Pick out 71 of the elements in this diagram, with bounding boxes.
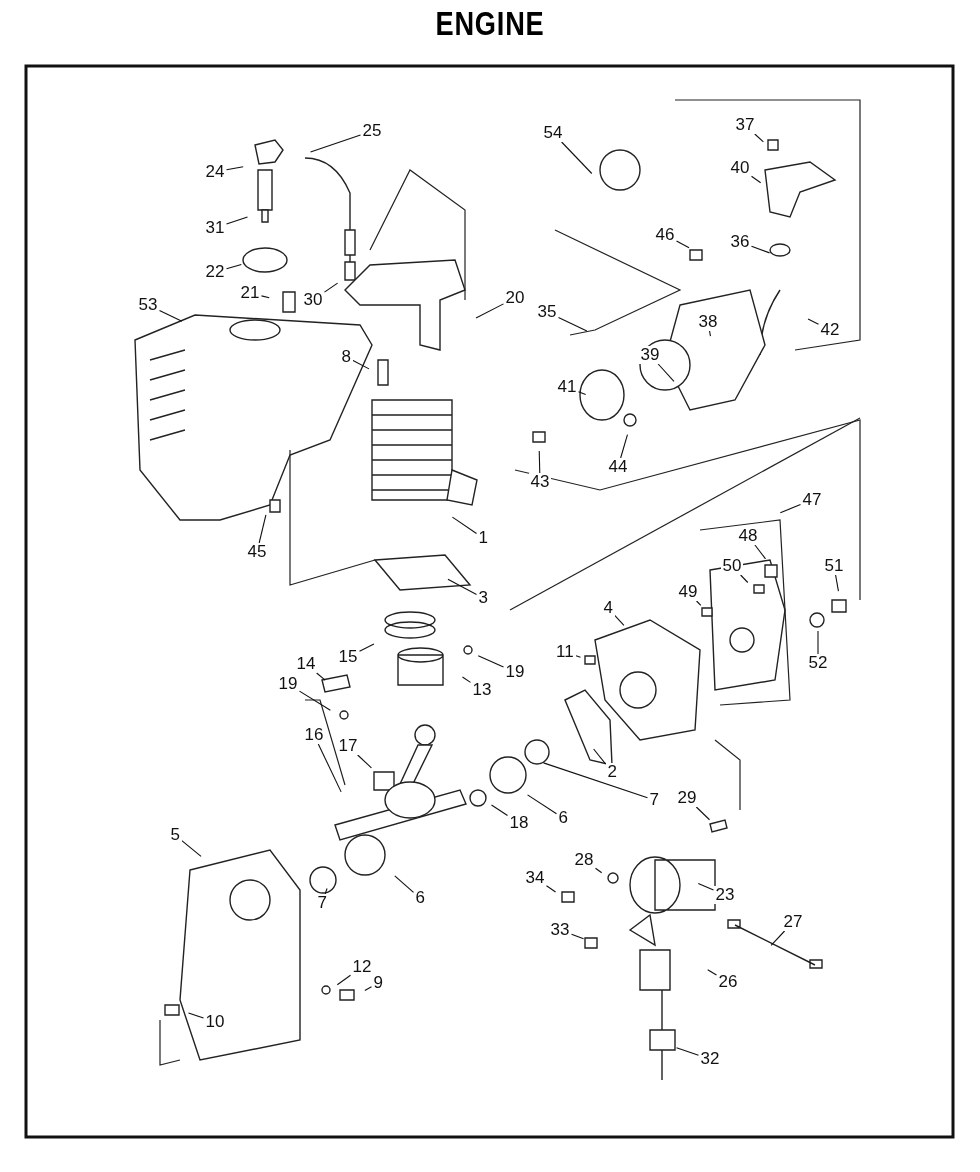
leader-line xyxy=(475,303,505,319)
leader-line xyxy=(807,318,820,325)
callout-number: 17 xyxy=(336,737,360,755)
leader-line xyxy=(750,175,762,184)
leader-line xyxy=(577,391,587,396)
callout-number: 39 xyxy=(638,346,662,364)
leader-line xyxy=(707,969,718,976)
leader-line xyxy=(770,930,786,946)
leader-line xyxy=(461,676,472,683)
leader-line xyxy=(695,806,711,821)
leader-line xyxy=(394,875,415,893)
leader-line xyxy=(613,614,625,626)
leader-line xyxy=(557,316,588,332)
leader-line xyxy=(317,743,342,793)
leader-line xyxy=(676,1047,700,1056)
leader-line xyxy=(527,794,558,815)
leader-line xyxy=(316,672,326,681)
leader-line xyxy=(451,516,478,535)
leader-line xyxy=(740,574,749,584)
leader-line xyxy=(754,544,767,560)
leader-line xyxy=(225,263,242,270)
leader-line xyxy=(258,514,267,544)
leader-line xyxy=(351,359,370,370)
leader-line xyxy=(180,839,202,857)
leader-line xyxy=(817,630,819,655)
leader-line xyxy=(187,1012,205,1019)
leader-line xyxy=(545,885,557,893)
leader-line xyxy=(543,762,649,799)
leader-line xyxy=(620,434,628,459)
leader-line xyxy=(697,883,715,891)
leader-line xyxy=(324,887,328,895)
callout-number: 4 xyxy=(601,599,615,617)
leader-line xyxy=(447,578,478,596)
leader-line xyxy=(477,655,505,668)
leader-line xyxy=(357,754,372,769)
leader-line xyxy=(538,450,541,474)
leader-line xyxy=(575,655,581,658)
leader-line xyxy=(490,804,509,816)
callout-number: 54 xyxy=(541,124,565,142)
leader-line xyxy=(675,240,690,249)
leader-line xyxy=(323,282,339,293)
callout-number: 16 xyxy=(302,726,326,744)
leader-line xyxy=(593,748,607,765)
leader-line xyxy=(657,363,675,382)
leader-line xyxy=(225,216,249,225)
leader-line xyxy=(309,134,362,153)
leader-line xyxy=(298,690,331,711)
callout-number: 49 xyxy=(676,583,700,601)
diagram-title: ENGINE xyxy=(434,4,546,43)
leader-line xyxy=(158,309,183,322)
leader-line xyxy=(561,141,593,175)
leader-line xyxy=(709,330,711,337)
leader-line xyxy=(336,974,352,986)
leader-line xyxy=(260,295,270,299)
callout-number: 5 xyxy=(168,826,182,844)
leader-line xyxy=(696,600,702,607)
callout-number: 50 xyxy=(720,557,744,575)
leader-line xyxy=(750,245,771,254)
leader-line xyxy=(594,867,603,874)
leader-line xyxy=(754,133,764,143)
leader-line xyxy=(364,986,373,992)
callout-number: 23 xyxy=(713,886,737,904)
callout-number: 48 xyxy=(736,527,760,545)
callout-number: 27 xyxy=(781,913,805,931)
callout-number: 29 xyxy=(675,789,699,807)
leader-line xyxy=(225,166,244,171)
callout-number: 14 xyxy=(294,655,318,673)
callout-number: 37 xyxy=(733,116,757,134)
leader-line xyxy=(570,933,585,940)
leader-line xyxy=(835,574,839,592)
leader-line xyxy=(779,504,802,514)
